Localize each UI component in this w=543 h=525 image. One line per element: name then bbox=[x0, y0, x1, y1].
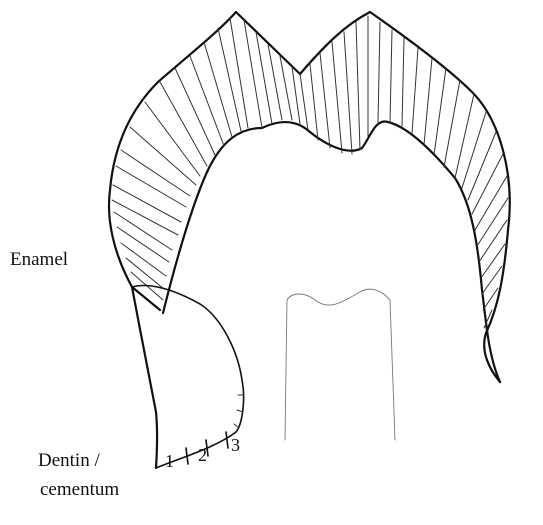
cavity-rim-ticks bbox=[234, 395, 244, 428]
marker-label-3: 3 bbox=[231, 435, 240, 455]
enamel-label: Enamel bbox=[10, 249, 68, 270]
dentin-label-line1: Dentin / bbox=[38, 450, 100, 471]
dentin-label-line2: cementum bbox=[40, 479, 119, 500]
root-surface-left bbox=[132, 287, 157, 468]
pulp-chamber bbox=[285, 289, 395, 440]
enamel-striations-left bbox=[112, 18, 248, 300]
marker-tick-1 bbox=[186, 448, 188, 464]
enamel-striations-center bbox=[244, 20, 360, 154]
dentino-enamel-junction bbox=[163, 121, 500, 382]
marker-label-2: 2 bbox=[198, 445, 207, 465]
marker-tick-3 bbox=[226, 432, 228, 448]
marker-label-1: 1 bbox=[165, 451, 174, 471]
